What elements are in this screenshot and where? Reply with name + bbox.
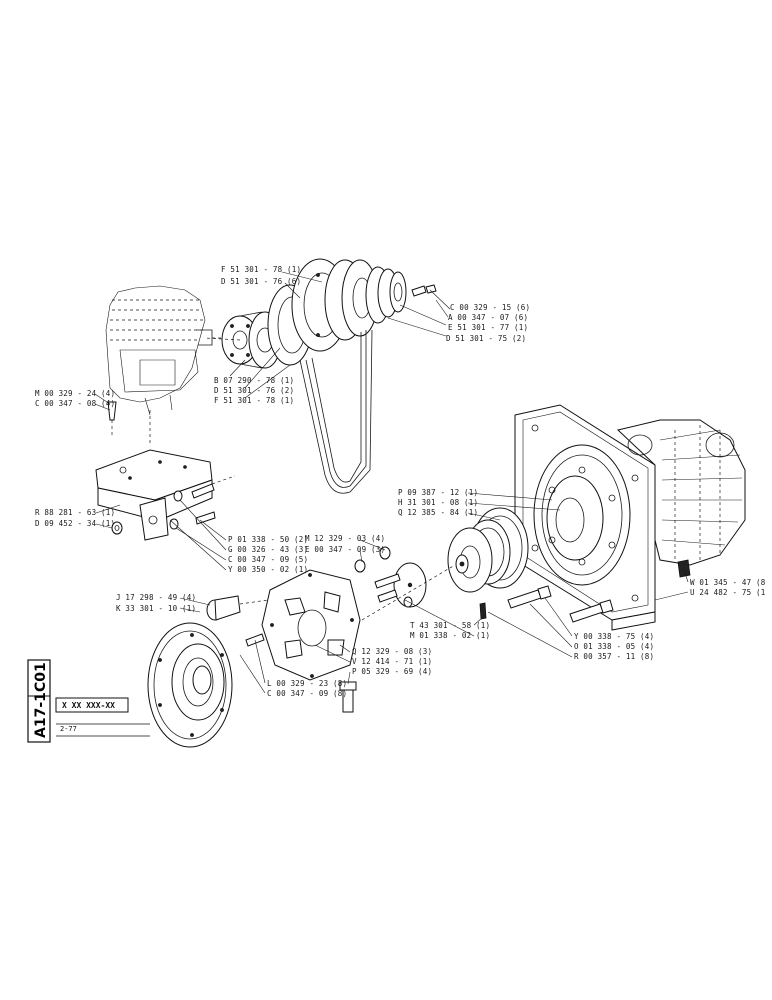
reference-box bbox=[55, 697, 129, 713]
label-group-top-right: C 00 329 - 15 (6) A 00 347 - 07 (6) E 51… bbox=[446, 303, 530, 343]
label-group-hub: B 07 290 - 78 (1) D 51 301 - 76 (2) F 51… bbox=[214, 376, 294, 405]
part-label: W 01 345 - 47 (8 bbox=[690, 578, 766, 587]
part-label: F 51 301 - 78 (1) bbox=[221, 265, 301, 274]
adapter-flange-drawing bbox=[147, 595, 269, 748]
part-label: Y 00 350 - 02 (1) bbox=[228, 565, 308, 574]
part-label: C 00 347 - 09 (8) bbox=[267, 689, 347, 698]
part-label: P 05 329 - 69 (4) bbox=[352, 667, 432, 676]
part-label: F 51 301 - 78 (1) bbox=[214, 396, 294, 405]
part-label: K 33 301 - 10 (1) bbox=[116, 604, 196, 613]
part-label: U 24 482 - 75 (1 bbox=[690, 588, 765, 597]
label-group-coupling-top: M 12 329 - 03 (4) E 00 347 - 09 (3) bbox=[305, 534, 385, 554]
part-label: D 51 301 - 75 (2) bbox=[446, 334, 526, 343]
part-label: P 09 387 - 12 (1) bbox=[398, 488, 478, 497]
part-label: C 00 347 - 08 (4) bbox=[35, 399, 115, 408]
label-group-bottom-right: Y 00 338 - 75 (4) O 01 338 - 05 (4) R 00… bbox=[574, 632, 654, 661]
reference-code: X XX XXX-XX bbox=[62, 701, 115, 710]
part-label: R 00 357 - 11 (8) bbox=[574, 652, 654, 661]
part-label: V 12 414 - 71 (1) bbox=[352, 657, 432, 666]
part-label: E 51 301 - 77 (1) bbox=[448, 323, 528, 332]
v-belt-drawing bbox=[299, 329, 373, 494]
part-label: C 00 329 - 15 (6) bbox=[450, 303, 530, 312]
leader-lines bbox=[94, 271, 689, 694]
flexible-coupling-drawing bbox=[245, 546, 456, 713]
drawing-code-right: A17-1 bbox=[33, 692, 49, 738]
label-group-bracket-right: P 01 338 - 50 (2) G 00 326 - 43 (3) C 00… bbox=[228, 535, 308, 574]
label-group-center-bottom: T 43 301 - 58 (1) M 01 338 - 02 (1) bbox=[410, 621, 490, 640]
part-label: B 07 290 - 78 (1) bbox=[214, 376, 294, 385]
label-group-pump-pulley: P 09 387 - 12 (1) H 31 301 - 08 (1) Q 12… bbox=[398, 488, 478, 517]
part-label: M 01 338 - 02 (1) bbox=[410, 631, 490, 640]
part-label: P 01 338 - 50 (2) bbox=[228, 535, 308, 544]
label-group-compressor: M 00 329 - 24 (4) C 00 347 - 08 (4) bbox=[35, 389, 115, 408]
part-label: Q 12 329 - 08 (3) bbox=[352, 647, 432, 656]
part-label: G 00 326 - 43 (3) bbox=[228, 545, 308, 554]
label-group-flange-bottom: L 00 329 - 23 (8) C 00 347 - 09 (8) bbox=[267, 679, 347, 698]
drive-pulley-drawing bbox=[204, 258, 437, 369]
part-label: T 43 301 - 58 (1) bbox=[410, 621, 490, 630]
part-label: R 88 281 - 63 (1) bbox=[35, 508, 115, 517]
part-label: C 00 347 - 09 (5) bbox=[228, 555, 308, 564]
drawing-code-left: C01 bbox=[33, 662, 49, 692]
mounting-bracket-drawing bbox=[95, 449, 236, 541]
label-group-flange-left: J 17 298 - 49 (4) K 33 301 - 10 (1) bbox=[116, 593, 196, 613]
label-group-coupling-bottom: Q 12 329 - 08 (3) V 12 414 - 71 (1) P 05… bbox=[352, 647, 432, 676]
title-block: C01 A17-1 X XX XXX-XX 2-77 bbox=[27, 659, 150, 743]
part-label: O 01 338 - 05 (4) bbox=[574, 642, 654, 651]
hydraulic-pump-drawing bbox=[514, 404, 746, 631]
label-group-bracket-left: R 88 281 - 63 (1) D 09 452 - 34 (1) bbox=[35, 508, 115, 528]
compressor-drawing bbox=[105, 285, 240, 445]
part-label: A 00 347 - 07 (6) bbox=[448, 313, 528, 322]
part-label: D 51 301 - 76 (2) bbox=[214, 386, 294, 395]
part-label: E 00 347 - 09 (3) bbox=[305, 545, 385, 554]
title-block-frame bbox=[27, 659, 51, 743]
part-label: D 09 452 - 34 (1) bbox=[35, 519, 115, 528]
label-group-pump-right: W 01 345 - 47 (8 U 24 482 - 75 (1 bbox=[690, 578, 766, 597]
part-label: L 00 329 - 23 (8) bbox=[267, 679, 347, 688]
part-label: Y 00 338 - 75 (4) bbox=[574, 632, 654, 641]
part-label: H 31 301 - 08 (1) bbox=[398, 498, 478, 507]
label-group-top-pulley: F 51 301 - 78 (1) D 51 301 - 76 (6) bbox=[221, 265, 301, 286]
part-label: Q 12 385 - 84 (1) bbox=[398, 508, 478, 517]
part-label: M 00 329 - 24 (4) bbox=[35, 389, 115, 398]
part-label: J 17 298 - 49 (4) bbox=[116, 593, 196, 602]
pump-pulley-drawing bbox=[447, 507, 614, 623]
part-label: D 51 301 - 76 (6) bbox=[221, 277, 301, 286]
part-label: M 12 329 - 03 (4) bbox=[305, 534, 385, 543]
drawing-date: 2-77 bbox=[60, 725, 77, 733]
